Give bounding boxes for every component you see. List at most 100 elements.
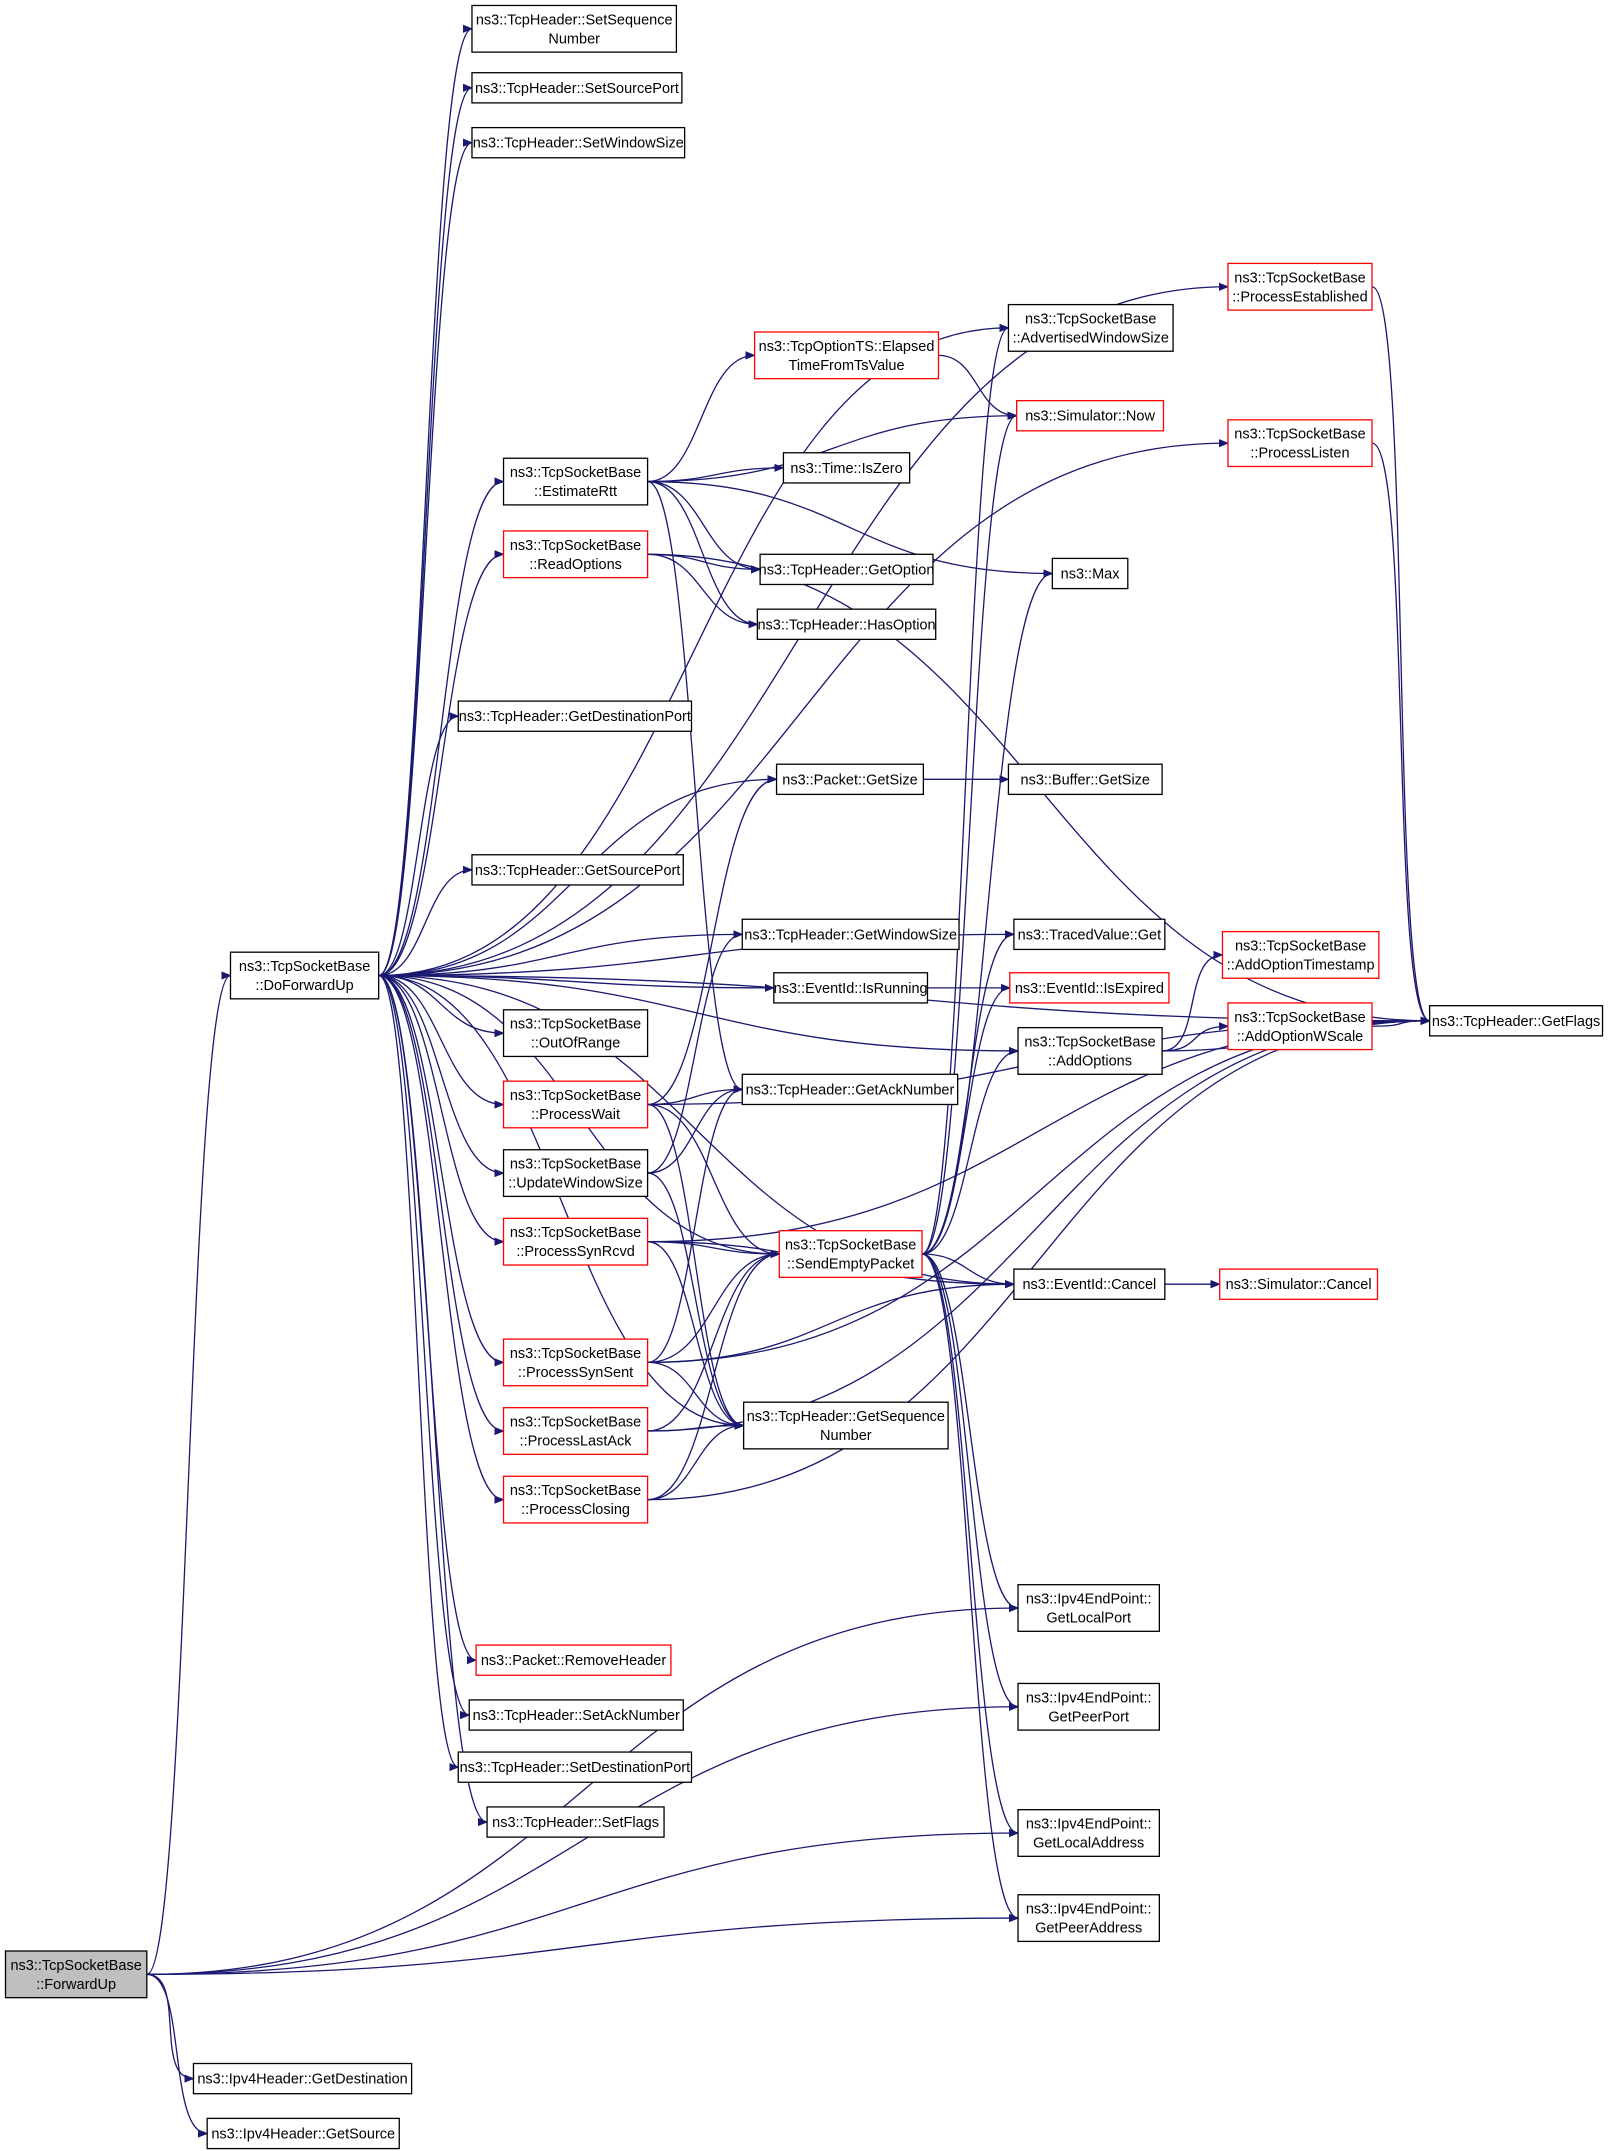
node-box[interactable] (502, 1475, 649, 1524)
node-box[interactable] (1219, 1268, 1379, 1300)
node-setwinsize[interactable]: ns3::TcpHeader::SetWindowSize (471, 126, 686, 159)
node-box[interactable] (1017, 1894, 1161, 1943)
node-iszero[interactable]: ns3::Time::IsZero (782, 452, 911, 484)
node-procestab[interactable]: ns3::TcpSocketBase::ProcessEstablished (1227, 262, 1373, 311)
node-box[interactable] (775, 763, 925, 796)
node-setsrcport[interactable]: ns3::TcpHeader::SetSourcePort (471, 72, 683, 104)
node-box[interactable] (502, 1009, 649, 1058)
node-max[interactable]: ns3::Max (1051, 557, 1129, 590)
node-cancel[interactable]: ns3::EventId::Cancel (1013, 1268, 1166, 1300)
node-box[interactable] (475, 1644, 672, 1676)
node-box[interactable] (1051, 557, 1129, 590)
node-box[interactable] (1007, 303, 1174, 352)
node-box[interactable] (756, 608, 937, 641)
node-bufgetsize[interactable]: ns3::Buffer::GetSize (1007, 763, 1163, 796)
node-setflags[interactable]: ns3::TcpHeader::SetFlags (486, 1806, 665, 1838)
node-box[interactable] (502, 1407, 649, 1455)
node-getoption[interactable]: ns3::TcpHeader::GetOption (759, 553, 935, 586)
node-box[interactable] (742, 1401, 949, 1450)
node-box[interactable] (773, 972, 929, 1004)
node-isexpired[interactable]: ns3::EventId::IsExpired (1009, 972, 1170, 1004)
node-processwait[interactable]: ns3::TcpSocketBase::ProcessWait (502, 1080, 649, 1129)
node-box[interactable] (471, 4, 678, 53)
node-box[interactable] (468, 1699, 684, 1731)
node-box[interactable] (1017, 1682, 1161, 1731)
node-box[interactable] (457, 1751, 693, 1783)
node-getpeerport[interactable]: ns3::Ipv4EndPoint::GetPeerPort (1017, 1682, 1161, 1731)
node-addoptts[interactable]: ns3::TcpSocketBase::AddOptionTimestamp (1221, 930, 1380, 979)
node-estimatertt[interactable]: ns3::TcpSocketBase::EstimateRtt (502, 457, 649, 506)
node-removeheader[interactable]: ns3::Packet::RemoveHeader (475, 1644, 672, 1676)
node-box[interactable] (1227, 419, 1373, 468)
node-box[interactable] (782, 452, 911, 484)
node-box[interactable] (741, 1073, 959, 1106)
node-getflags[interactable]: ns3::TcpHeader::GetFlags (1428, 1005, 1604, 1037)
node-box[interactable] (486, 1806, 665, 1838)
node-box[interactable] (502, 1338, 649, 1387)
node-getwinsize[interactable]: ns3::TcpHeader::GetWindowSize (741, 918, 960, 951)
node-updatewin[interactable]: ns3::TcpSocketBase::UpdateWindowSize (502, 1149, 649, 1198)
node-box[interactable] (1428, 1005, 1604, 1037)
node-box[interactable] (4, 1950, 148, 1999)
node-box[interactable] (1007, 763, 1163, 796)
node-addoptws[interactable]: ns3::TcpSocketBase::AddOptionWScale (1227, 1002, 1373, 1051)
node-box[interactable] (206, 2117, 400, 2150)
node-box[interactable] (502, 1080, 649, 1129)
node-box[interactable] (1227, 262, 1373, 311)
node-getlocaladdr[interactable]: ns3::Ipv4EndPoint::GetLocalAddress (1017, 1809, 1161, 1857)
node-isrunning[interactable]: ns3::EventId::IsRunning (773, 972, 929, 1004)
node-tracedget[interactable]: ns3::TracedValue::Get (1013, 918, 1166, 951)
node-box[interactable] (471, 72, 683, 104)
node-box[interactable] (502, 457, 649, 506)
node-getacknum[interactable]: ns3::TcpHeader::GetAckNumber (741, 1073, 959, 1106)
node-box[interactable] (778, 1230, 923, 1278)
node-proclisten[interactable]: ns3::TcpSocketBase::ProcessListen (1227, 419, 1373, 468)
node-box[interactable] (741, 918, 960, 951)
node-box[interactable] (1013, 1268, 1166, 1300)
node-hasoption[interactable]: ns3::TcpHeader::HasOption (756, 608, 937, 641)
node-pktgetsize[interactable]: ns3::Packet::GetSize (775, 763, 925, 796)
node-box[interactable] (471, 854, 684, 886)
node-box[interactable] (1016, 399, 1165, 432)
node-box[interactable] (502, 530, 649, 579)
node-box[interactable] (1227, 1002, 1373, 1051)
node-box[interactable] (1013, 918, 1166, 951)
node-forwardup[interactable]: ns3::TcpSocketBase::ForwardUp (4, 1950, 148, 1999)
node-box[interactable] (1009, 972, 1170, 1004)
node-setacknum[interactable]: ns3::TcpHeader::SetAckNumber (468, 1699, 684, 1731)
node-box[interactable] (229, 951, 380, 1000)
node-ipv4_getdest[interactable]: ns3::Ipv4Header::GetDestination (192, 2062, 413, 2095)
node-processclosing[interactable]: ns3::TcpSocketBase::ProcessClosing (502, 1475, 649, 1524)
node-getdestport[interactable]: ns3::TcpHeader::GetDestinationPort (457, 700, 693, 732)
node-box[interactable] (759, 553, 934, 586)
node-processlastack[interactable]: ns3::TcpSocketBase::ProcessLastAck (502, 1407, 649, 1455)
node-box[interactable] (1017, 1584, 1161, 1632)
node-box[interactable] (471, 126, 686, 159)
node-getsrcport[interactable]: ns3::TcpHeader::GetSourcePort (471, 854, 684, 886)
node-box[interactable] (1221, 930, 1380, 979)
node-simcancel[interactable]: ns3::Simulator::Cancel (1219, 1268, 1379, 1300)
node-addoptions[interactable]: ns3::TcpSocketBase::AddOptions (1017, 1026, 1163, 1075)
node-box[interactable] (502, 1217, 649, 1266)
node-box[interactable] (502, 1149, 649, 1198)
node-box[interactable] (1017, 1026, 1163, 1075)
node-outofrange[interactable]: ns3::TcpSocketBase::OutOfRange (502, 1009, 649, 1058)
node-processsynrcvd[interactable]: ns3::TcpSocketBase::ProcessSynRcvd (502, 1217, 649, 1266)
node-box[interactable] (192, 2062, 413, 2095)
node-readoptions[interactable]: ns3::TcpSocketBase::ReadOptions (502, 530, 649, 579)
node-box[interactable] (753, 331, 940, 380)
node-doforwardup[interactable]: ns3::TcpSocketBase::DoForwardUp (229, 951, 380, 1000)
node-simnow[interactable]: ns3::Simulator::Now (1016, 399, 1165, 432)
node-setdestport[interactable]: ns3::TcpHeader::SetDestinationPort (457, 1751, 693, 1783)
node-getlocalport[interactable]: ns3::Ipv4EndPoint::GetLocalPort (1017, 1584, 1161, 1632)
node-ipv4_getsrc[interactable]: ns3::Ipv4Header::GetSource (206, 2117, 400, 2150)
node-processsynsent[interactable]: ns3::TcpSocketBase::ProcessSynSent (502, 1338, 649, 1387)
node-box[interactable] (457, 700, 693, 732)
node-box[interactable] (1017, 1809, 1161, 1857)
node-getpeeraddr[interactable]: ns3::Ipv4EndPoint::GetPeerAddress (1017, 1894, 1161, 1943)
node-sendempty[interactable]: ns3::TcpSocketBase::SendEmptyPacket (778, 1230, 923, 1278)
node-advwin[interactable]: ns3::TcpSocketBase::AdvertisedWindowSize (1007, 303, 1174, 352)
